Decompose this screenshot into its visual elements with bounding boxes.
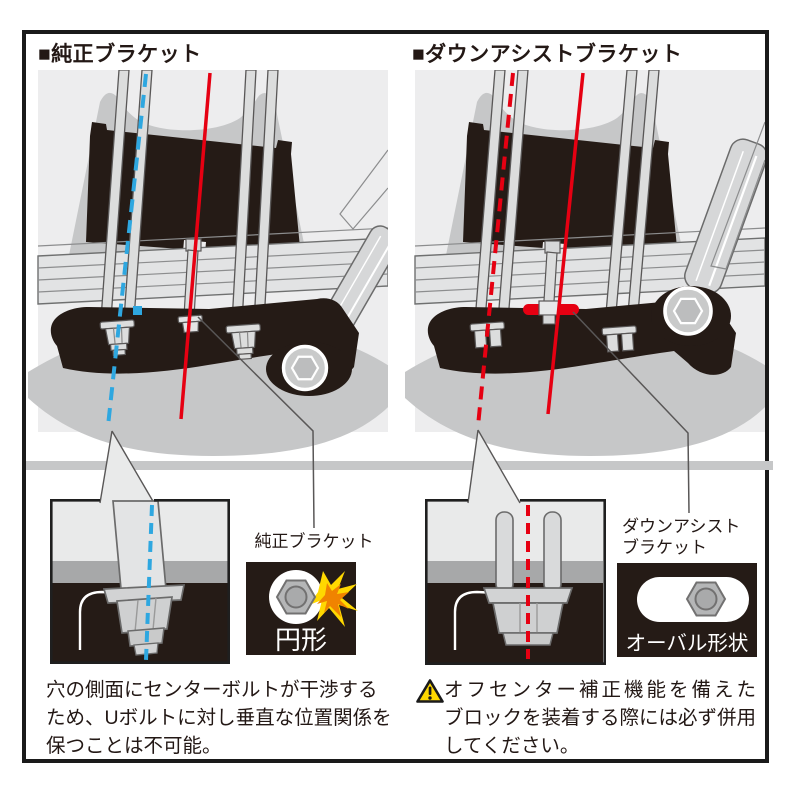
center-bolt-axis-line: [179, 72, 212, 420]
hole-edge-marker: [133, 306, 142, 315]
bracket-hole-edge: [453, 590, 499, 650]
right-bracket-label: ダウンアシスト ブラケット: [622, 516, 740, 558]
right-note-line3: してください。: [444, 735, 580, 757]
right-panel-header: ■ダウンアシストブラケット: [412, 43, 683, 66]
right-diagram: [405, 70, 765, 456]
u-bolt-nut: [601, 325, 637, 353]
shock-absorber: [684, 138, 765, 295]
left-bracket-label: 純正ブラケット: [254, 532, 374, 551]
right-bracket-label-line1: ダウンアシスト: [622, 517, 741, 536]
u-bolt-axis-line: [476, 72, 515, 427]
left-panel-header: ■純正ブラケット: [38, 43, 202, 66]
ground-band: [26, 461, 773, 470]
spring-plate: [50, 298, 359, 375]
left-note: 穴の側面にセンターボルトが干渉する ため、Uボルトに対し垂直な位置関係を 保つこ…: [46, 676, 392, 760]
u-bolt-nut: [225, 323, 261, 360]
hex-bolt-icon: [290, 355, 320, 381]
center-bolt-axis-line: [546, 72, 585, 415]
u-bolt-axis-line: [106, 73, 148, 427]
right-note-line1: オフセンター補正機能を備えた: [444, 679, 760, 701]
u-bolt-shaft-magnified: [112, 500, 167, 590]
left-note-line3: 保つことは不可能。: [46, 735, 222, 757]
warning-triangle-icon: [416, 679, 444, 703]
u-bolt-rods: [474, 70, 660, 326]
right-leader-line: [572, 311, 690, 514]
left-leader-line: [197, 316, 315, 529]
right-note-line2: ブロックを装着する際には必ず併用: [444, 707, 757, 729]
u-bolt-nut: [469, 321, 505, 349]
hex-bolt-icon: [672, 297, 704, 325]
left-note-line1: 穴の側面にセンターボルトが干渉する: [46, 679, 378, 701]
right-shape-box: [617, 563, 757, 657]
left-detail-inset: [50, 430, 230, 664]
right-note: オフセンター補正機能を備えた ブロックを装着する際には必ず併用 してください。: [444, 676, 759, 760]
center-bolt-head: [544, 240, 561, 254]
left-diagram: [28, 70, 388, 456]
left-shape-box: [246, 562, 358, 655]
u-bolt-leg-magnified: [495, 511, 514, 593]
bracket-hole-edge: [78, 590, 145, 650]
oval-shape-caption: オーバル形状: [625, 632, 749, 655]
flange-nut-magnified: [116, 596, 174, 634]
right-detail-inset: [425, 429, 606, 665]
right-bracket-label-line2: ブラケット: [622, 538, 707, 557]
u-bolt-rods: [100, 70, 279, 324]
left-note-line2: ため、Uボルトに対し垂直な位置関係を: [46, 707, 392, 729]
u-bolt-leg-magnified: [543, 511, 562, 593]
center-bolt-nut: [538, 300, 560, 316]
circle-shape-caption: 円形: [274, 625, 327, 655]
